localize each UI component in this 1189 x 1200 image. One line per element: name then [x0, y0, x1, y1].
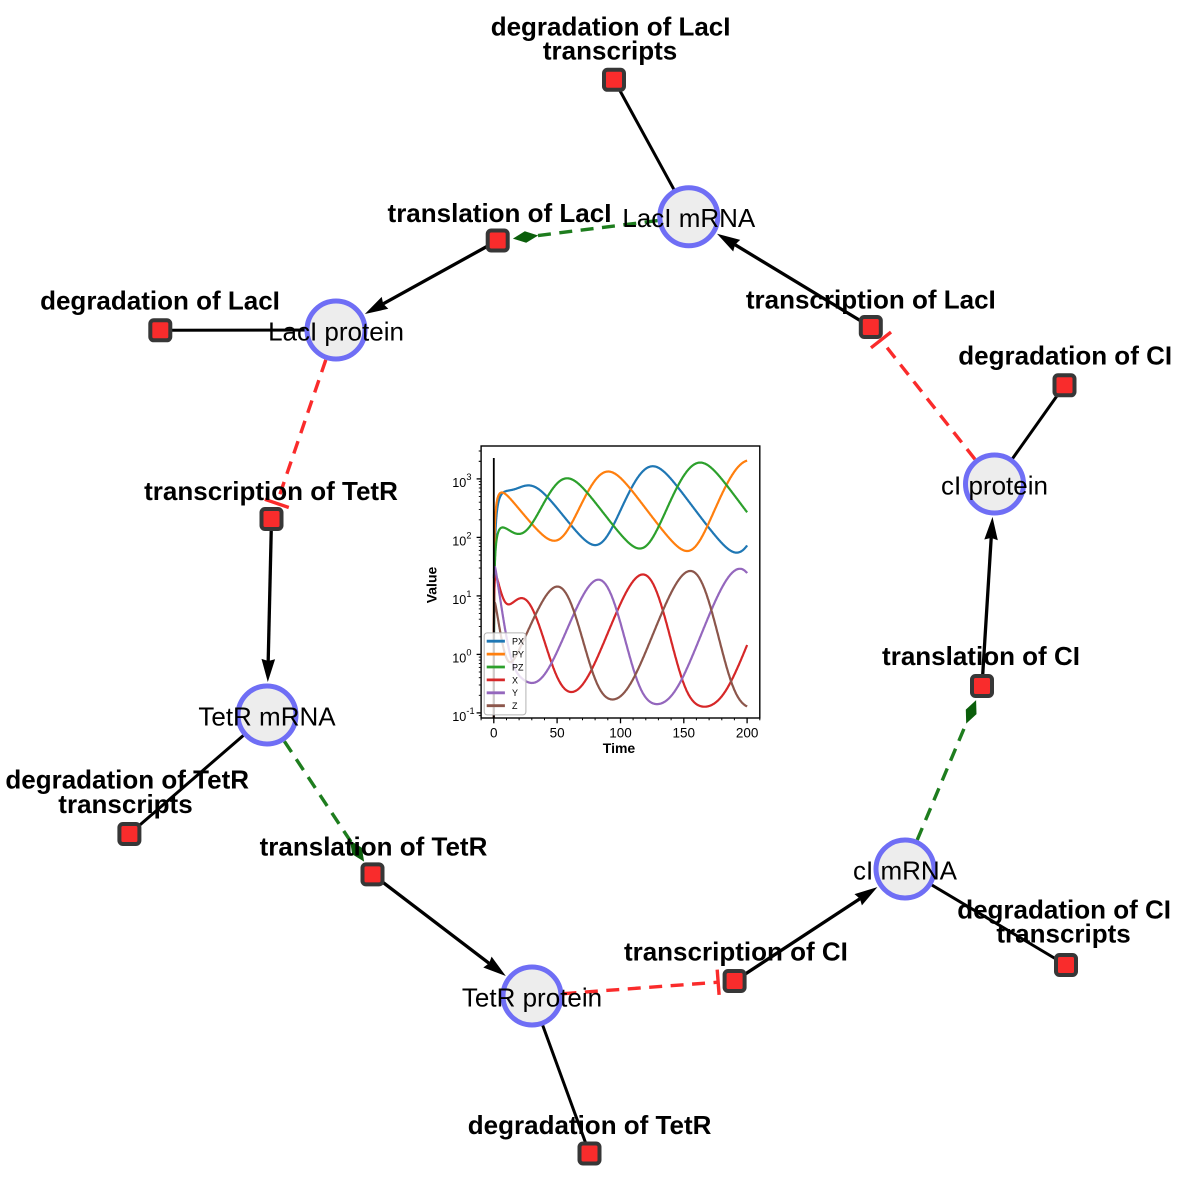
svg-text:transcripts: transcripts: [543, 36, 677, 66]
svg-text:50: 50: [550, 725, 565, 740]
svg-text:10: 10: [452, 534, 466, 548]
svg-text:degradation of CI: degradation of CI: [958, 341, 1172, 371]
svg-text:TetR protein: TetR protein: [462, 982, 602, 1012]
svg-text:degradation of LacI: degradation of LacI: [40, 286, 280, 316]
svg-text:TetR mRNA: TetR mRNA: [198, 701, 336, 731]
svg-text:transcription of TetR: transcription of TetR: [144, 476, 398, 506]
svg-text:Time: Time: [603, 740, 636, 756]
svg-text:cI protein: cI protein: [941, 470, 1048, 500]
svg-text:PZ: PZ: [512, 662, 524, 672]
svg-text:10: 10: [452, 710, 466, 724]
svg-text:1: 1: [466, 589, 471, 599]
svg-text:-1: -1: [466, 706, 474, 716]
svg-text:translation of CI: translation of CI: [882, 641, 1080, 671]
svg-text:Z: Z: [512, 701, 518, 711]
svg-text:degradation of CI: degradation of CI: [957, 894, 1171, 924]
svg-text:transcription of CI: transcription of CI: [624, 936, 848, 966]
svg-text:degradation of LacI: degradation of LacI: [491, 12, 731, 42]
svg-text:LacI protein: LacI protein: [268, 316, 404, 346]
svg-text:PX: PX: [512, 637, 524, 647]
svg-text:transcripts: transcripts: [58, 789, 192, 819]
svg-text:10: 10: [452, 476, 466, 490]
svg-text:Value: Value: [423, 567, 439, 604]
svg-text:transcription of LacI: transcription of LacI: [746, 284, 996, 314]
svg-text:2: 2: [466, 531, 471, 541]
svg-text:LacI mRNA: LacI mRNA: [622, 203, 756, 233]
svg-text:degradation of TetR: degradation of TetR: [468, 1110, 712, 1140]
svg-text:150: 150: [673, 725, 696, 740]
svg-text:translation of TetR: translation of TetR: [260, 832, 488, 862]
svg-text:PY: PY: [512, 650, 524, 660]
svg-text:degradation of TetR: degradation of TetR: [5, 765, 249, 795]
svg-text:Y: Y: [512, 688, 518, 698]
svg-text:X: X: [512, 675, 518, 685]
svg-text:transcripts: transcripts: [996, 918, 1130, 948]
svg-text:200: 200: [736, 725, 759, 740]
svg-text:10: 10: [452, 593, 466, 607]
svg-text:0: 0: [466, 648, 471, 658]
svg-text:3: 3: [466, 472, 471, 482]
svg-text:translation of LacI: translation of LacI: [388, 198, 612, 228]
svg-text:0: 0: [490, 725, 498, 740]
svg-text:cI mRNA: cI mRNA: [853, 855, 958, 885]
svg-text:10: 10: [452, 651, 466, 665]
svg-text:100: 100: [609, 725, 632, 740]
